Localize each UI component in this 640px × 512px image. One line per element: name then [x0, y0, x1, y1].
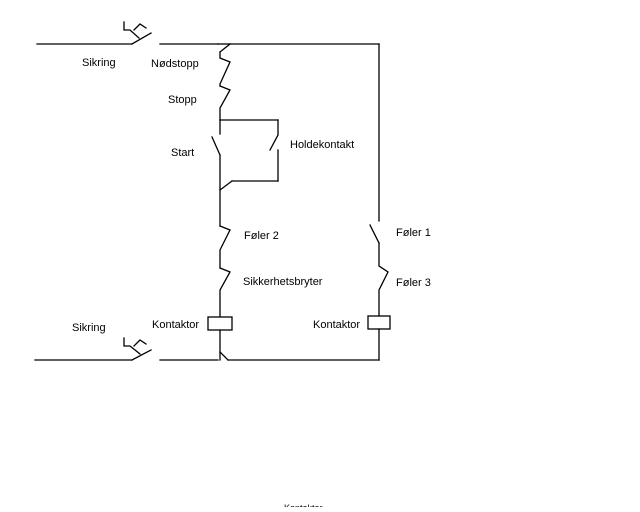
holdekontakt-label: Holdekontakt	[290, 139, 354, 151]
clipped-label-container: Kontaktor	[284, 503, 323, 512]
foler1-contact	[369, 224, 380, 244]
nodstopp-contact	[219, 43, 231, 53]
foler1-label: Føler 1	[396, 227, 431, 239]
fuse-blade-top	[131, 32, 152, 45]
start-label: Start	[171, 147, 194, 159]
start-contact	[211, 136, 221, 156]
clipped-kontaktor-label: Kontaktor	[284, 503, 323, 512]
fuse-actuator-bottom	[123, 337, 141, 355]
kontaktor-right-label: Kontaktor	[313, 319, 360, 331]
bottom-return-line	[34, 337, 380, 361]
nodstopp-label: Nødstopp	[151, 58, 199, 70]
fuse-blade-bottom	[131, 349, 152, 361]
kontaktor-coil-left	[207, 316, 233, 331]
stopp-label: Stopp	[168, 94, 197, 106]
kontaktor-left-label: Kontaktor	[152, 319, 199, 331]
fuse-actuator-top	[123, 21, 140, 39]
left-branch	[207, 43, 279, 361]
fuse-actuator-hook-bottom	[133, 339, 147, 347]
fuse-actuator-hook-top	[133, 23, 147, 31]
kontaktor-coil-right	[367, 315, 391, 330]
right-branch	[367, 43, 391, 361]
foler2-label: Føler 2	[244, 230, 279, 242]
holdekontakt-contact	[269, 134, 279, 151]
foler3-label: Føler 3	[396, 277, 431, 289]
sikring-bottom-label: Sikring	[72, 322, 106, 334]
sikkerhetsbryter-label: Sikkerhetsbryter	[243, 276, 323, 288]
sikring-top-label: Sikring	[82, 57, 116, 69]
top-supply-line	[36, 21, 380, 45]
